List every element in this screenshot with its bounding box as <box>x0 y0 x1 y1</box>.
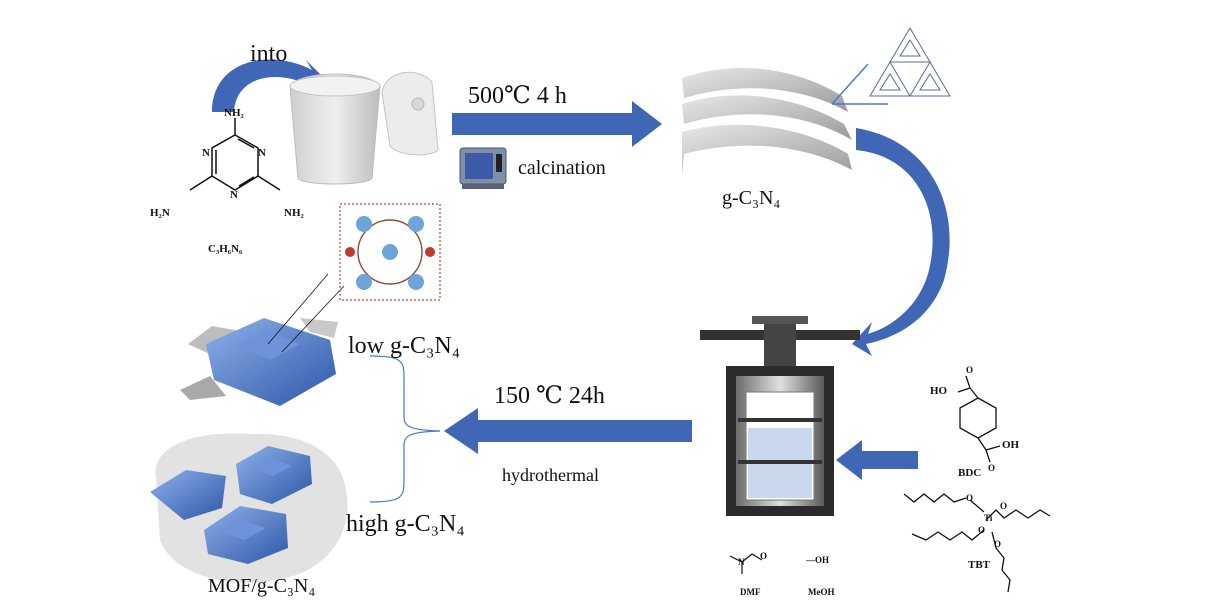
arrow-calcination <box>452 101 662 147</box>
oven-icon <box>459 147 507 189</box>
mof-unit-cell <box>339 203 441 301</box>
nh2-top-label: NH₂ <box>224 107 244 119</box>
heptazine-structure <box>869 27 951 97</box>
bracket <box>369 355 441 503</box>
tbt-o4-label: O <box>994 539 1002 549</box>
melamine-structure <box>189 118 281 191</box>
gcn-sheets <box>682 63 888 176</box>
calcination-conditions-label: 500℃ 4 h <box>468 83 567 109</box>
gcn-label: g-C₃N₄ <box>722 187 781 209</box>
curved-arrow-to-reactor <box>852 128 950 356</box>
crucible-icon <box>289 73 381 185</box>
tbt-o3-label: O <box>978 525 986 535</box>
reactor-icon <box>700 316 860 516</box>
tbt-structure <box>903 493 1051 593</box>
meoh-label: MeOH <box>808 587 835 597</box>
into-label: into <box>250 41 288 67</box>
bdc-structure <box>957 375 1001 463</box>
low-gcn-label: low g-C₃N₄ <box>348 333 461 359</box>
tbt-o2-label: O <box>1000 501 1008 511</box>
bdc-o-bottom-label: O <box>988 463 996 473</box>
tbt-o1-label: O <box>966 493 974 503</box>
into-curved-arrow <box>212 59 338 112</box>
mof-composite-high <box>150 433 348 583</box>
mof-crystal-low <box>180 273 345 406</box>
dmf-label: DMF <box>740 587 761 597</box>
hydrothermal-label: hydrothermal <box>502 465 599 485</box>
dmf-n-label: N <box>738 557 745 567</box>
tbt-label: TBT <box>968 559 991 571</box>
bdc-o-top-label: O <box>966 365 974 375</box>
n-right-label: N <box>258 147 266 159</box>
h2n-label: H₂N <box>150 207 170 219</box>
dmf-o-label: O <box>760 551 768 561</box>
bdc-label: BDC <box>958 467 982 479</box>
product-label: MOF/g-C₃N₄ <box>208 575 316 597</box>
arrow-hydrothermal <box>444 408 692 454</box>
dmf-structure <box>729 553 763 574</box>
n-left-label: N <box>202 147 210 159</box>
n-bottom-label: N <box>230 189 238 201</box>
meoh-structure-label: —OH <box>806 555 830 565</box>
ti-label: Ti <box>984 513 993 523</box>
bdc-oh-label: OH <box>1002 439 1020 451</box>
melamine-formula-label: C₃H₆N₆ <box>208 243 243 255</box>
hydrothermal-conditions-label: 150 ℃ 24h <box>494 383 605 409</box>
calcination-label: calcination <box>518 157 606 179</box>
arrow-precursors <box>836 440 918 480</box>
nh2-right-label: NH₂ <box>284 207 304 219</box>
high-gcn-label: high g-C₃N₄ <box>346 511 465 537</box>
bdc-ho-label: HO <box>930 385 948 397</box>
crucible-lid-icon <box>381 71 439 156</box>
